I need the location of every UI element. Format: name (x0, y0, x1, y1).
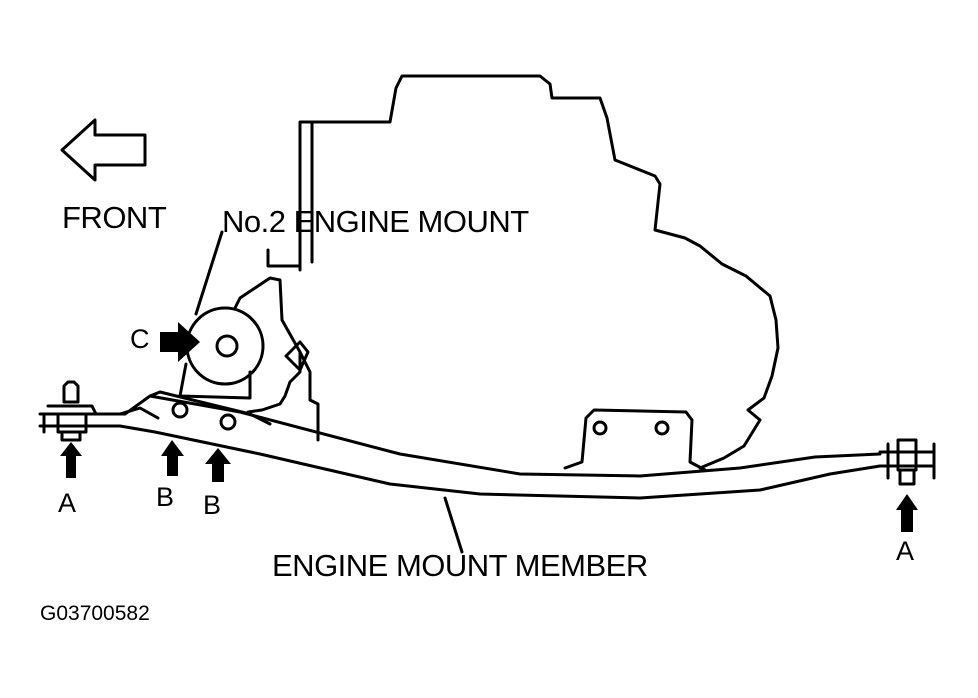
bolt-b-second-label: B (203, 490, 222, 520)
mount-bracket-fin (284, 340, 310, 372)
bolt-a-left-body (62, 380, 80, 404)
bolt-pointer-arrow-icon (60, 442, 82, 478)
bolt-a-right-label: A (896, 536, 915, 566)
bolt-a-right-flange (878, 450, 936, 468)
mount-leader-line (194, 230, 224, 316)
engine-mount-body (178, 362, 252, 400)
mount-bracket-edge (298, 350, 320, 442)
engine-mount-hole (215, 334, 239, 358)
mount-bracket (233, 276, 302, 414)
bolt-a-right-nut (898, 468, 916, 486)
rear-bracket (563, 408, 707, 472)
bolt-a-left-nut (60, 430, 82, 442)
bolt-b-2 (219, 413, 237, 431)
mount-member-flange (148, 390, 272, 426)
rear-bracket-hole-right (654, 420, 670, 436)
engine-step-line (266, 248, 302, 268)
front-label: FRONT (62, 200, 167, 235)
bolt-a-right-body (886, 438, 936, 480)
rear-bracket-hole-left (592, 420, 608, 436)
member-leader-line (443, 496, 464, 554)
bolt-b-first-label: B (156, 482, 175, 512)
bolt-pointer-arrow-icon (160, 322, 200, 362)
engine-mount-member-label: ENGINE MOUNT MEMBER (272, 548, 648, 583)
figure-code: G03700582 (40, 602, 150, 625)
mount-member-top (38, 394, 882, 478)
bolt-pointer-arrow-icon (896, 494, 918, 532)
bolt-pointer-arrow-icon (161, 440, 184, 476)
bolt-c-label: C (130, 324, 150, 354)
engine-outline (298, 74, 780, 470)
engine-mount-insulator (185, 306, 265, 386)
bolt-a-left-label: A (58, 488, 77, 518)
bolt-b-1 (171, 401, 189, 419)
engine-mount-label: No.2 ENGINE MOUNT (222, 204, 529, 239)
mount-member-lip (118, 406, 160, 420)
bolt-pointer-arrow-icon (205, 448, 231, 482)
bolt-a-left-base (42, 404, 98, 434)
mount-member-bottom (38, 424, 882, 500)
front-direction-arrow-icon (60, 118, 147, 182)
